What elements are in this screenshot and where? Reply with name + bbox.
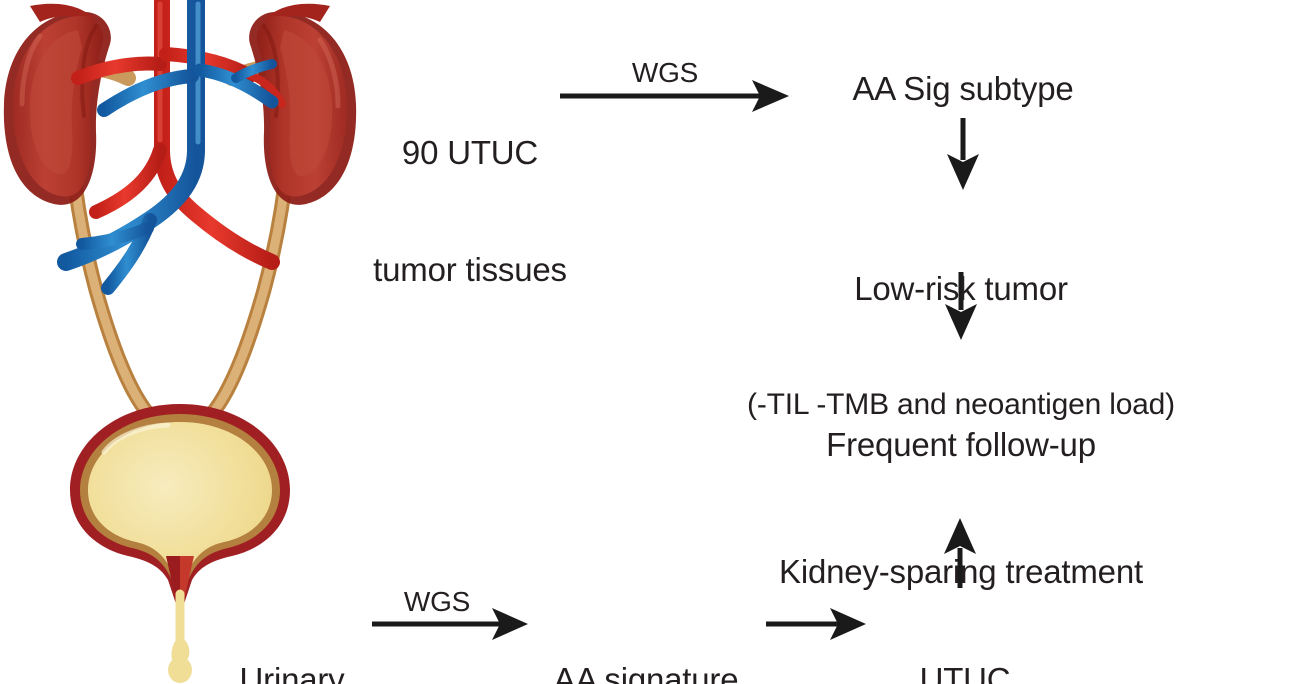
label-wgs-bottom: WGS — [403, 586, 471, 617]
label-urinary-cfdna: Urinary cfDNA — [240, 583, 345, 684]
label-utuc-risk-stratification-line1: UTUC — [919, 660, 1011, 684]
label-low-risk-tumor-line2: (-TIL -TMB and neoantigen load) — [747, 387, 1175, 421]
label-aa-signature-classification: AA signature classification — [554, 583, 739, 684]
artery-group — [71, 0, 286, 270]
label-aa-sig-subtype: AA Sig subtype — [852, 70, 1074, 107]
vein-group — [57, 0, 279, 295]
label-urinary-cfdna-line1: Urinary — [239, 660, 345, 684]
left-kidney — [3, 3, 111, 205]
label-low-risk-tumor-line1: Low-risk tumor — [854, 269, 1068, 307]
label-wgs-top: WGS — [631, 57, 699, 88]
label-aa-signature-classification-line1: AA signature — [553, 660, 739, 684]
label-management-options: Frequent follow-up Kidney-sparing treatm… — [699, 340, 1222, 684]
urethra-urine-stream — [168, 589, 192, 683]
urinary-system-illustration — [3, 0, 357, 683]
arrow-subtype-to-lowrisk — [947, 118, 979, 190]
bladder — [70, 404, 290, 616]
label-management-line3: and/or — [699, 678, 1222, 684]
label-low-risk-tumor: Low-risk tumor (-TIL -TMB and neoantigen… — [747, 192, 1175, 500]
label-tumor-tissues: 90 UTUC tumor tissues — [373, 56, 567, 368]
label-management-line1: Frequent follow-up — [826, 426, 1096, 464]
label-management-line2: Kidney-sparing treatment — [779, 553, 1143, 591]
label-tumor-tissues-line2: tumor tissues — [373, 250, 567, 288]
label-tumor-tissues-line1: 90 UTUC — [401, 133, 539, 171]
label-utuc-risk-stratification: UTUC risk stratification — [849, 583, 1082, 684]
